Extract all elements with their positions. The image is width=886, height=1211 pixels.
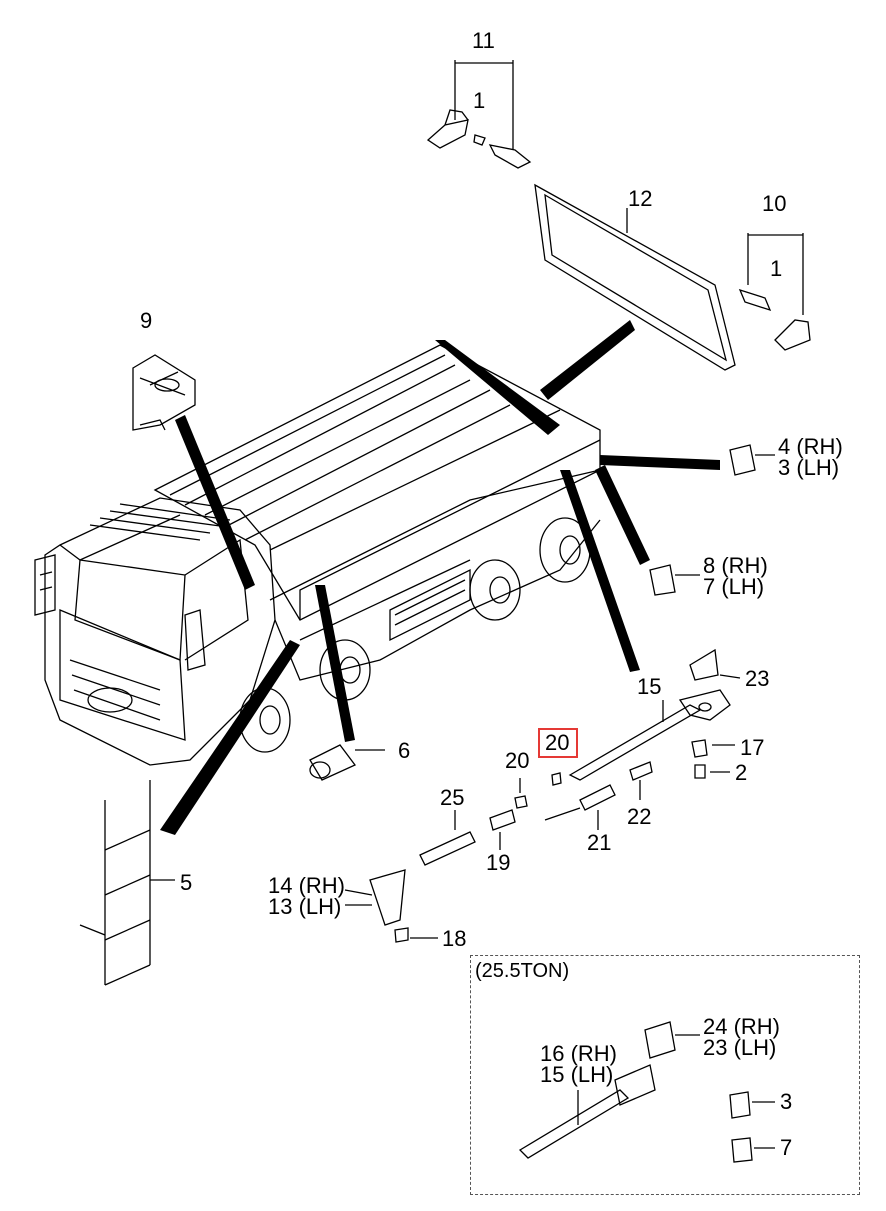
label-part-9: 9 bbox=[140, 308, 153, 333]
label-part-11: 11 bbox=[472, 28, 495, 53]
part-11-bracket bbox=[426, 60, 532, 169]
label-part-15: 15 bbox=[637, 674, 662, 699]
inset-parts bbox=[518, 1021, 775, 1163]
label-part-18: 18 bbox=[442, 926, 467, 951]
label-inset-part-16: 16 (RH) bbox=[540, 1041, 618, 1066]
part-10-bracket bbox=[738, 233, 811, 351]
label-part-2: 2 bbox=[735, 760, 748, 785]
truck-illustration bbox=[34, 344, 601, 766]
label-part-21: 21 bbox=[587, 830, 612, 855]
label-part-20: 20 bbox=[505, 748, 530, 773]
label-part-3: 3 (LH) bbox=[778, 455, 840, 480]
inset-title: (25.5TON) bbox=[475, 960, 570, 982]
label-inset-part-7: 7 bbox=[780, 1135, 793, 1160]
part-15-rod-assembly bbox=[568, 648, 741, 781]
label-inset-part-15: 15 (LH) bbox=[540, 1062, 614, 1087]
label-part-25: 25 bbox=[440, 785, 465, 810]
label-part-8: 8 (RH) bbox=[703, 553, 768, 578]
label-part-20-highlighted[interactable]: 20 bbox=[545, 730, 570, 755]
label-part-5: 5 bbox=[180, 870, 193, 895]
label-inset-part-24: 24 (RH) bbox=[703, 1014, 781, 1039]
label-part-22: 22 bbox=[627, 804, 652, 829]
label-inset-part-23: 23 (LH) bbox=[703, 1035, 777, 1060]
label-part-12: 12 bbox=[628, 186, 653, 211]
label-part-13: 13 (LH) bbox=[268, 894, 342, 919]
label-part-6: 6 bbox=[398, 738, 411, 763]
part-4-3-bracket bbox=[729, 444, 775, 476]
part-8-7-bracket bbox=[649, 564, 700, 596]
part-9-bracket bbox=[132, 354, 196, 431]
label-part-14: 14 (RH) bbox=[268, 873, 346, 898]
label-part-23: 23 bbox=[745, 666, 770, 691]
label-part-17: 17 bbox=[740, 735, 765, 760]
part-12-frame bbox=[534, 183, 736, 371]
label-part-4: 4 (RH) bbox=[778, 434, 843, 459]
part-14-13-bracket bbox=[344, 869, 438, 943]
label-inset-part-3: 3 bbox=[780, 1089, 793, 1114]
leader-wedges bbox=[160, 320, 720, 835]
label-part-19: 19 bbox=[486, 850, 511, 875]
small-parts bbox=[419, 761, 653, 866]
part-6 bbox=[309, 744, 385, 781]
highlight-box-part-20 bbox=[538, 728, 578, 758]
label-part-7: 7 (LH) bbox=[703, 574, 765, 599]
label-part-1-right: 1 bbox=[770, 256, 783, 281]
label-part-10: 10 bbox=[762, 191, 787, 216]
inset-25-5-ton bbox=[470, 955, 860, 1195]
part-5-ladder bbox=[79, 780, 175, 986]
label-part-1-top: 1 bbox=[473, 88, 486, 113]
